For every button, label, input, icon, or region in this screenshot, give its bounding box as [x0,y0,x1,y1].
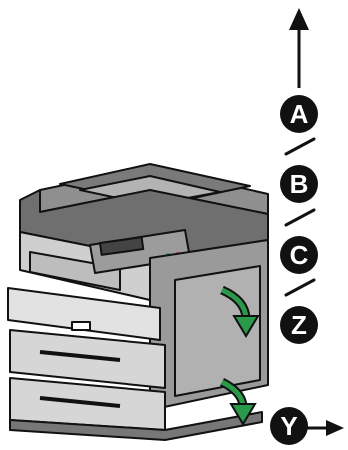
label-y-text: Y [280,411,297,441]
label-c-text: C [290,240,309,270]
label-a-text: A [290,99,309,129]
label-b-text: B [290,169,309,199]
label-c: C [280,236,318,274]
copier-machine [8,164,268,440]
label-z: Z [280,306,318,344]
arrow-up-icon [289,8,309,88]
label-y: Y [270,407,308,445]
label-z-text: Z [291,310,307,340]
label-a: A [280,95,318,133]
label-b: B [280,165,318,203]
arrow-right-icon [306,420,344,436]
